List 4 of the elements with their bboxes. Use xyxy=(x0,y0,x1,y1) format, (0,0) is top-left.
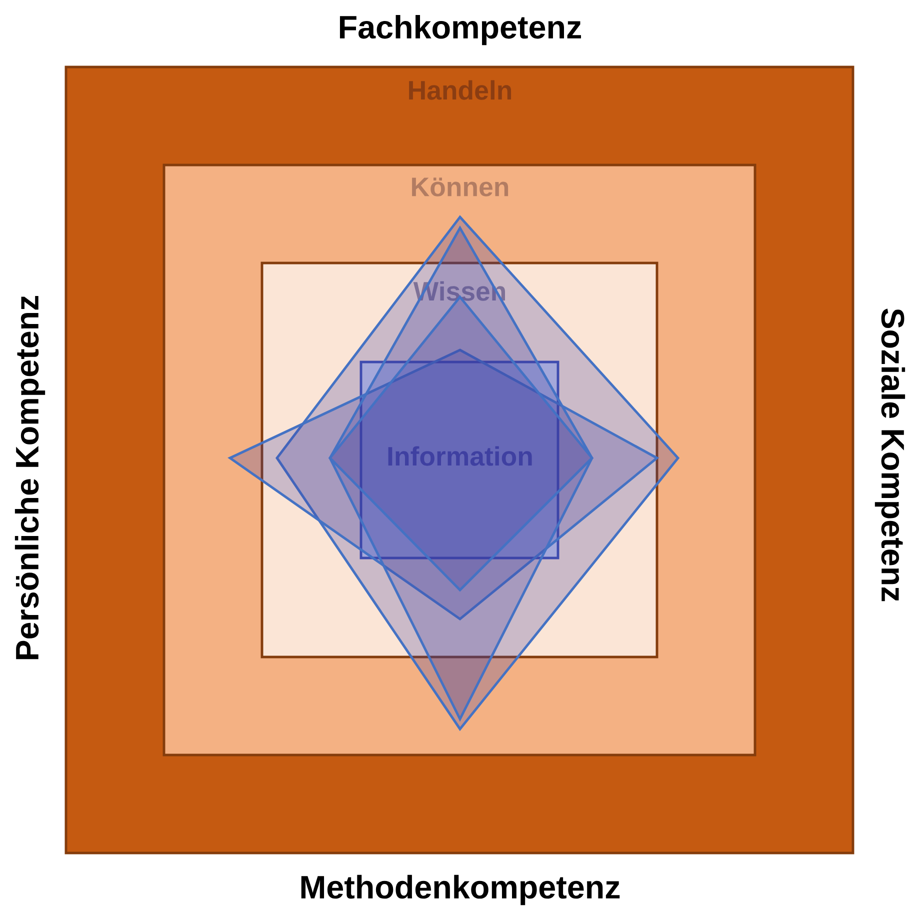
axis-label: Soziale Kompetenz xyxy=(874,308,906,602)
axis-label: Methodenkompetenz xyxy=(301,874,620,906)
axis-label: Fachkompetenz xyxy=(340,14,581,46)
axis-label: Persönliche Kompetenz xyxy=(14,296,46,660)
